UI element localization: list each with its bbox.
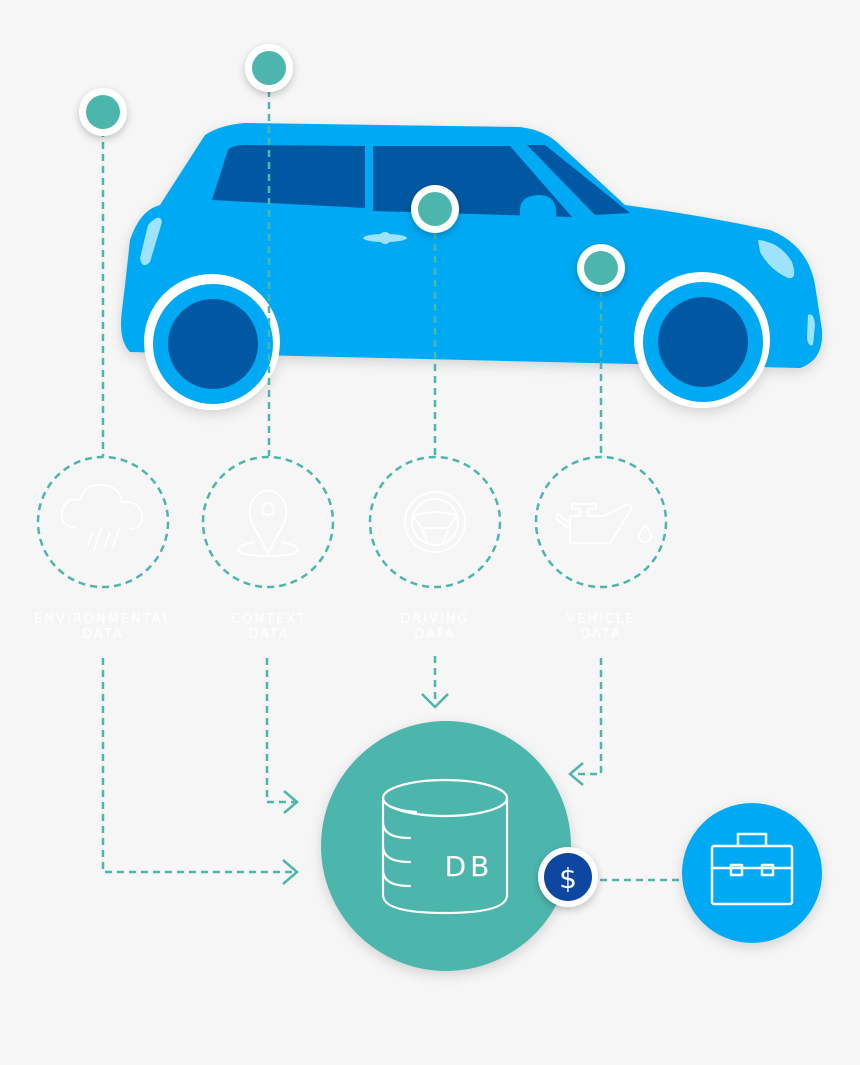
briefcase-icon xyxy=(710,832,794,906)
category-label-driving: DRIVING DATA xyxy=(350,612,520,642)
flow-environmental xyxy=(101,658,295,874)
arrowhead-context xyxy=(283,790,299,814)
flow-vehicle xyxy=(573,658,603,776)
arrowhead-environmental xyxy=(282,859,299,885)
car-mirror xyxy=(520,195,556,218)
car-window-front xyxy=(212,145,365,208)
arrowhead-driving xyxy=(421,693,449,709)
wheel-front-hub xyxy=(658,297,748,387)
dollar-icon: $ xyxy=(559,862,577,895)
sensor-points xyxy=(79,44,625,292)
category-circle-environmental xyxy=(36,455,170,589)
flow-connectors xyxy=(101,656,680,885)
database-node: DB xyxy=(321,721,571,971)
flow-context xyxy=(265,658,295,804)
sensor-dot-driving xyxy=(411,185,459,233)
front-grille-light xyxy=(807,314,815,346)
category-label-line1: CONTEXT xyxy=(231,612,307,627)
category-label-line2: DATA xyxy=(82,627,124,642)
location-pin-icon xyxy=(236,489,300,557)
headlight-front xyxy=(758,240,795,279)
arrowhead-vehicle xyxy=(568,762,584,786)
database-circle xyxy=(321,721,571,971)
category-label-line2: DATA xyxy=(580,627,622,642)
briefcase-circle xyxy=(682,803,822,943)
wheel-rear-hub xyxy=(168,299,258,389)
briefcase-node xyxy=(682,803,822,943)
category-circle-driving xyxy=(368,455,502,589)
category-label-vehicle: VEHICLE DATA xyxy=(516,612,686,642)
dollar-badge: $ xyxy=(538,847,598,907)
category-label-line2: DATA xyxy=(414,627,456,642)
car-illustration xyxy=(121,123,823,410)
car-window-quarter xyxy=(527,145,630,215)
category-circles xyxy=(36,455,668,589)
oil-can-icon xyxy=(555,503,652,544)
category-label-line2: DATA xyxy=(248,627,290,642)
steering-wheel-icon xyxy=(404,491,466,553)
category-label-environmental: ENVIRONMENTAL DATA xyxy=(18,612,188,642)
database-icon xyxy=(381,778,509,915)
category-circle-context xyxy=(201,455,335,589)
category-circle-vehicle xyxy=(534,455,668,589)
sensor-dot-context xyxy=(245,44,293,92)
sensor-dot-environmental xyxy=(79,88,127,136)
category-label-line1: DRIVING xyxy=(400,612,470,627)
database-label: DB xyxy=(445,850,494,883)
category-label-line1: ENVIRONMENTAL xyxy=(34,612,172,627)
category-label-line1: VEHICLE xyxy=(566,612,636,627)
headlight-rear xyxy=(140,217,162,266)
category-label-context: CONTEXT DATA xyxy=(184,612,354,642)
door-handle xyxy=(363,232,407,244)
sensor-connectors xyxy=(101,90,603,456)
rain-cloud-icon xyxy=(60,483,144,552)
sensor-dot-vehicle xyxy=(577,244,625,292)
